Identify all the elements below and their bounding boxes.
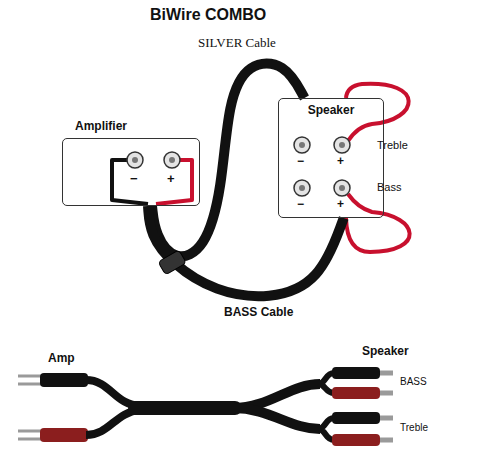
- red-wire: [346, 194, 410, 252]
- terminal: [127, 152, 143, 168]
- terminal: [334, 180, 350, 196]
- banana-plug: [332, 387, 380, 399]
- plug-tip: [380, 373, 393, 440]
- box-label: Speaker: [279, 99, 383, 117]
- spade-fork: [18, 431, 42, 439]
- terminal-post: [299, 142, 305, 148]
- cable-wire: [318, 418, 334, 440]
- spade-connector: [40, 373, 88, 387]
- plug-label: BASS: [400, 376, 427, 388]
- polarity-sign: +: [337, 155, 344, 169]
- polarity-sign: +: [337, 198, 344, 212]
- red-wire: [346, 84, 409, 141]
- spade-connector: [40, 428, 88, 442]
- terminal-post: [339, 185, 345, 191]
- terminal-post: [299, 185, 305, 191]
- plug-label: Treble: [400, 422, 428, 434]
- speaker-cable: [152, 64, 305, 257]
- speaker-cable: [148, 206, 344, 296]
- end-label: Speaker: [362, 345, 409, 359]
- end-label: Amp: [48, 352, 75, 366]
- banana-plug: [332, 412, 380, 424]
- diagram-title: BiWire COMBO: [150, 6, 266, 24]
- cable-wire: [318, 373, 334, 393]
- terminal-post: [132, 157, 138, 163]
- spade-fork: [18, 376, 42, 384]
- polarity-sign: −: [297, 198, 304, 212]
- terminal-post: [169, 157, 175, 163]
- terminal: [294, 180, 310, 196]
- cable-label: SILVER Cable: [196, 36, 278, 51]
- terminal: [164, 152, 180, 168]
- banana-plug: [332, 367, 380, 379]
- terminal-post: [339, 142, 345, 148]
- terminal: [294, 137, 310, 153]
- polarity-sign: −: [297, 155, 304, 169]
- polarity-sign: −: [130, 172, 138, 187]
- terminal: [334, 137, 350, 153]
- cable-branch: [233, 408, 320, 429]
- banana-plug: [332, 434, 380, 446]
- terminal-label: Treble: [377, 139, 408, 152]
- cable-body: [135, 401, 235, 415]
- polarity-sign: +: [167, 172, 175, 187]
- speaker-box: Speaker: [278, 98, 384, 218]
- cable-label: BASS Cable: [222, 306, 295, 320]
- box-label: Amplifier: [75, 119, 127, 133]
- terminal-label: Bass: [377, 181, 401, 194]
- cable-sleeve: [158, 250, 186, 275]
